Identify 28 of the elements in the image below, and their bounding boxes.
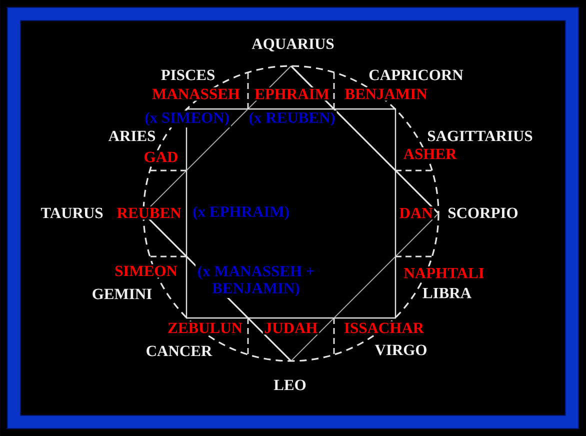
zodiac-label: SAGITTARIUS — [426, 129, 534, 143]
zodiac-label: GEMINI — [90, 287, 154, 301]
zodiac-label: VIRGO — [373, 343, 429, 357]
zodiac-label: PISCES — [159, 68, 217, 82]
tribe-label: SIMEON — [113, 264, 179, 278]
tribe-label: NAPHTALI — [402, 266, 486, 280]
tribe-label: REUBEN — [115, 206, 183, 220]
tribe-label: MANASSEH — [150, 87, 242, 101]
note-label: (x REUBEN) — [247, 110, 337, 128]
tribe-label: GAD — [142, 150, 180, 164]
tribe-label: ZEBULUN — [166, 321, 244, 335]
zodiac-label: CANCER — [144, 344, 214, 358]
zodiac-label: AQUARIUS — [250, 37, 336, 53]
zodiac-label: CAPRICORN — [367, 68, 465, 82]
zodiac-label: LEO — [272, 378, 308, 392]
tribe-label: EPHRAIM — [253, 87, 331, 101]
tribe-label: DAN — [398, 206, 434, 220]
zodiac-label: ARIES — [106, 129, 158, 143]
tribe-label: JUDAH — [262, 321, 320, 335]
zodiac-label: SCORPIO — [446, 206, 520, 220]
zodiac-label: LIBRA — [420, 286, 474, 300]
tribe-label: ISSACHAR — [342, 321, 426, 335]
tribe-label: ASHER — [402, 147, 458, 161]
tribe-label: BENJAMIN — [343, 87, 429, 101]
note-label: (x SIMEON) — [143, 110, 231, 128]
zodiac-label: TAURUS — [39, 206, 105, 220]
note-label: (x MANASSEH + BENJAMIN) — [196, 264, 316, 298]
note-label: (x EPHRAIM) — [191, 204, 291, 222]
